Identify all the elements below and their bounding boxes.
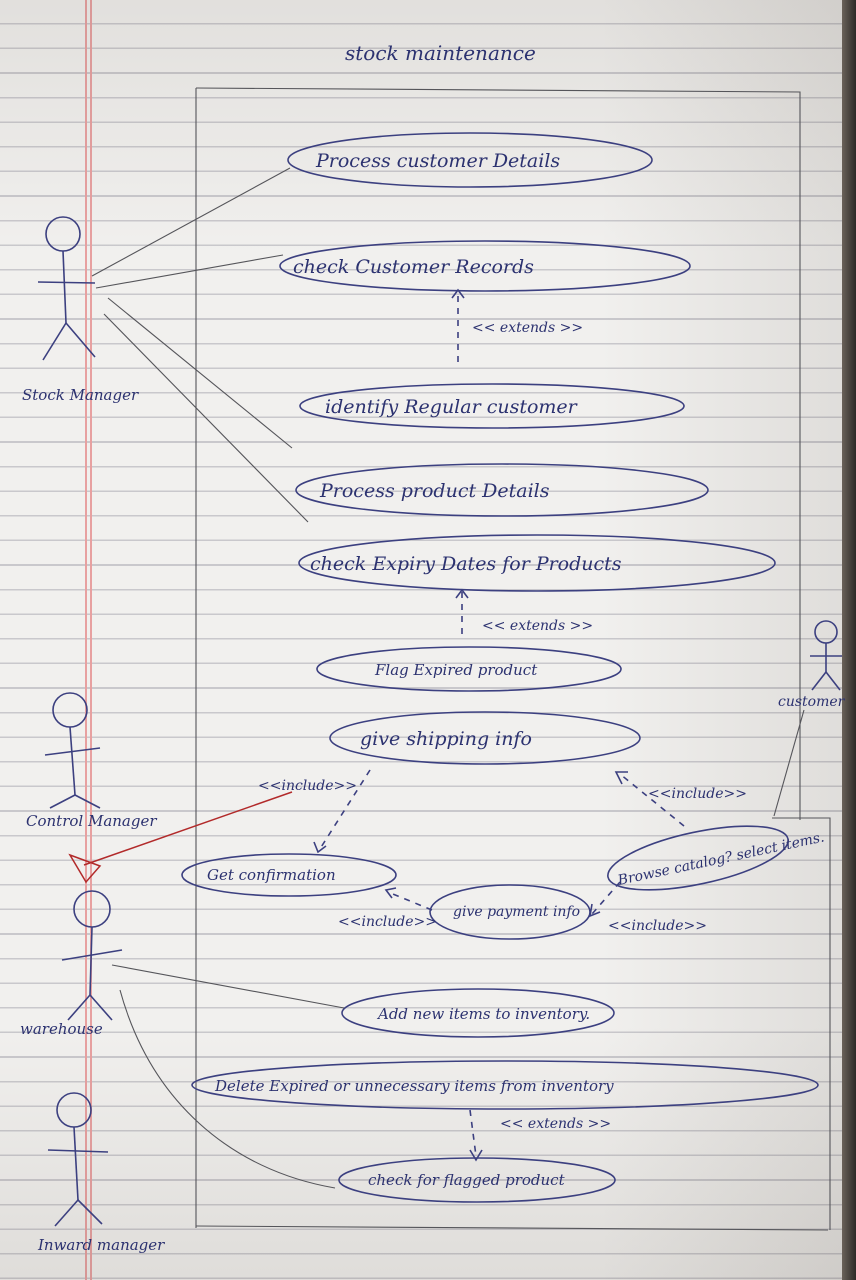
svg-text:give shipping info: give shipping info	[360, 728, 532, 750]
actor-inward-manager: Inward manager	[37, 1092, 165, 1254]
svg-text:Flag Expired product: Flag Expired product	[374, 661, 538, 679]
actor-control-manager: Control Manager	[26, 692, 157, 830]
include-label: <<include>>	[648, 786, 747, 802]
extend-arrow-delete: << extends >>	[469, 1109, 611, 1162]
extend-label: << extends >>	[500, 1116, 611, 1132]
red-association-line	[83, 791, 293, 866]
use-case-check-flagged-product: check for flagged product	[338, 1157, 616, 1203]
use-case-give-payment-info: give payment info	[429, 884, 591, 940]
svg-text:give payment info: give payment info	[453, 904, 580, 920]
actor-stock-manager: Stock Manager	[22, 216, 139, 404]
actor-label: Stock Manager	[22, 386, 139, 404]
extend-label: << extends >>	[482, 618, 593, 634]
use-case-delete-expired-items: Delete Expired or unnecessary items from…	[191, 1060, 819, 1110]
actor-customer: customer	[778, 620, 846, 710]
extend-arrow-expiry: << extends >>	[455, 588, 593, 634]
include-label: <<include>>	[608, 918, 707, 934]
extend-label: << extends >>	[472, 320, 583, 336]
svg-text:Get confirmation: Get confirmation	[207, 866, 336, 884]
extend-arrow-records: << extends >>	[451, 288, 583, 362]
use-case-process-customer-details: Process customer Details	[287, 132, 653, 188]
page-edge	[842, 0, 856, 1280]
association-lines	[68, 167, 805, 1189]
svg-text:Browse catalog? select items.: Browse catalog? select items.	[615, 829, 825, 889]
svg-text:identify Regular customer: identify Regular customer	[325, 396, 579, 418]
include-arrow-browse-payment: <<include>>	[588, 881, 707, 934]
use-case-process-product-details: Process product Details	[295, 463, 709, 517]
svg-text:Delete Expired or unnecessary: Delete Expired or unnecessary items from…	[214, 1077, 614, 1095]
margin-line	[85, 0, 87, 1280]
actor-warehouse: warehouse	[20, 890, 123, 1038]
use-case-flag-expired-product: Flag Expired product	[316, 646, 622, 692]
include-label: <<include>>	[338, 914, 437, 930]
include-label: <<include>>	[258, 778, 357, 794]
use-case-check-customer-records: check Customer Records	[279, 240, 691, 292]
svg-text:Process customer Details: Process customer Details	[315, 150, 560, 172]
actor-label: customer	[778, 694, 846, 710]
svg-text:check Customer Records: check Customer Records	[293, 256, 534, 278]
margin-line	[90, 0, 92, 1280]
actor-label: Inward manager	[37, 1236, 165, 1254]
system-boundary	[195, 87, 831, 1231]
use-case-add-new-items: Add new items to inventory.	[341, 988, 615, 1038]
use-case-check-expiry-dates: check Expiry Dates for Products	[298, 534, 776, 592]
svg-text:check Expiry Dates for Product: check Expiry Dates for Products	[310, 553, 622, 575]
use-case-browse-catalog: Browse catalog? select items.	[607, 825, 826, 891]
use-case-identify-regular-customer: identify Regular customer	[299, 383, 685, 429]
use-case-give-shipping-info: give shipping info	[329, 711, 641, 765]
include-arrow-shipping-browse: <<include>>	[614, 771, 747, 827]
include-arrow-payment-confirmation: <<include>>	[338, 887, 437, 930]
svg-text:Add new items to inventory.: Add new items to inventory.	[376, 1005, 590, 1023]
svg-text:Process product Details: Process product Details	[319, 480, 550, 502]
use-case-get-confirmation: Get confirmation	[181, 853, 397, 897]
actor-label: warehouse	[20, 1020, 103, 1038]
include-arrow-shipping-confirmation: <<include>>	[258, 769, 371, 854]
svg-text:check for flagged product: check for flagged product	[368, 1171, 566, 1189]
actor-label: Control Manager	[26, 812, 157, 830]
diagram-title: stock maintenance	[345, 41, 536, 65]
